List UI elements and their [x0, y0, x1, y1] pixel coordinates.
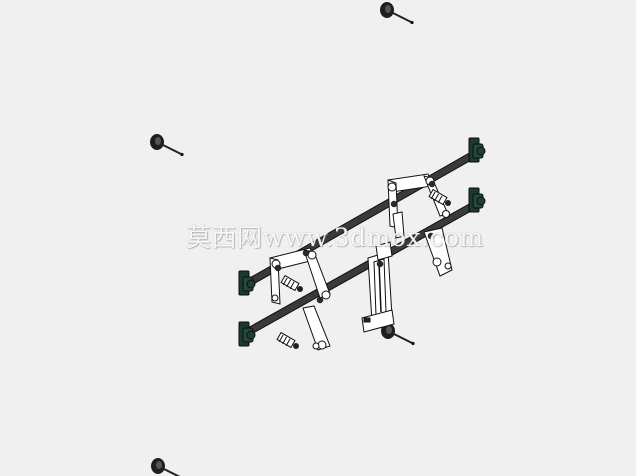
watermark-text: 莫西网www.3dmox.com — [186, 223, 484, 252]
end-bracket-upper-left — [238, 270, 256, 296]
spring-damper-left-upper — [280, 275, 304, 293]
shaft-collars — [274, 180, 436, 304]
caster-wheel-top — [379, 1, 415, 26]
caster-wheel-bottom-left — [150, 457, 186, 476]
end-bracket-upper-right — [468, 137, 486, 163]
lower-shaft — [242, 198, 484, 337]
central-column — [361, 241, 395, 333]
right-linkage-frame — [387, 173, 453, 277]
left-linkage-frame — [269, 247, 331, 351]
caster-wheel-left — [149, 133, 185, 158]
spring-damper-left-lower — [276, 332, 300, 350]
end-bracket-lower-right — [468, 187, 486, 213]
